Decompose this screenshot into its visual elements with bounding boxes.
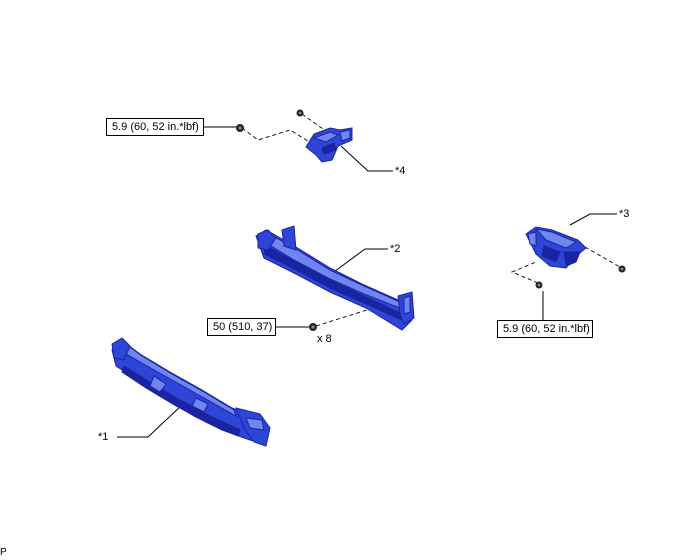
- bolt-icon: [618, 265, 626, 273]
- leader-part2: [322, 248, 388, 281]
- torque-label-right: 5.9 (60, 52 in.*lbf): [497, 320, 593, 338]
- part3-bracket: [525, 226, 587, 269]
- bolt-icon: [535, 281, 543, 289]
- callout-part3: *3: [619, 208, 630, 220]
- leader-lines: [117, 126, 617, 438]
- path-top-left-bolt: [241, 127, 317, 147]
- callout-part2: *2: [390, 243, 401, 255]
- part4-bracket: [305, 127, 353, 163]
- corner-mark: P: [0, 547, 7, 558]
- bolt-quantity: x 8: [317, 333, 332, 345]
- bolt-icon: [236, 124, 244, 132]
- leader-part1: [117, 404, 183, 438]
- callout-part4: *4: [395, 165, 406, 177]
- leader-part4: [340, 145, 393, 172]
- part1-absorber: [111, 337, 271, 447]
- bolt-icon: [296, 109, 304, 117]
- callout-part1: *1: [98, 431, 109, 443]
- path-right-bolt-high: [584, 246, 621, 268]
- leader-part3: [569, 213, 617, 226]
- torque-label-top-left: 5.9 (60, 52 in.*lbf): [106, 118, 204, 136]
- path-right-bolt-low: [510, 261, 539, 284]
- part2-reinforcement: [255, 225, 415, 331]
- bolt-icon: [309, 323, 317, 331]
- installation-paths: [241, 113, 621, 327]
- torque-label-middle: 50 (510, 37): [207, 318, 276, 336]
